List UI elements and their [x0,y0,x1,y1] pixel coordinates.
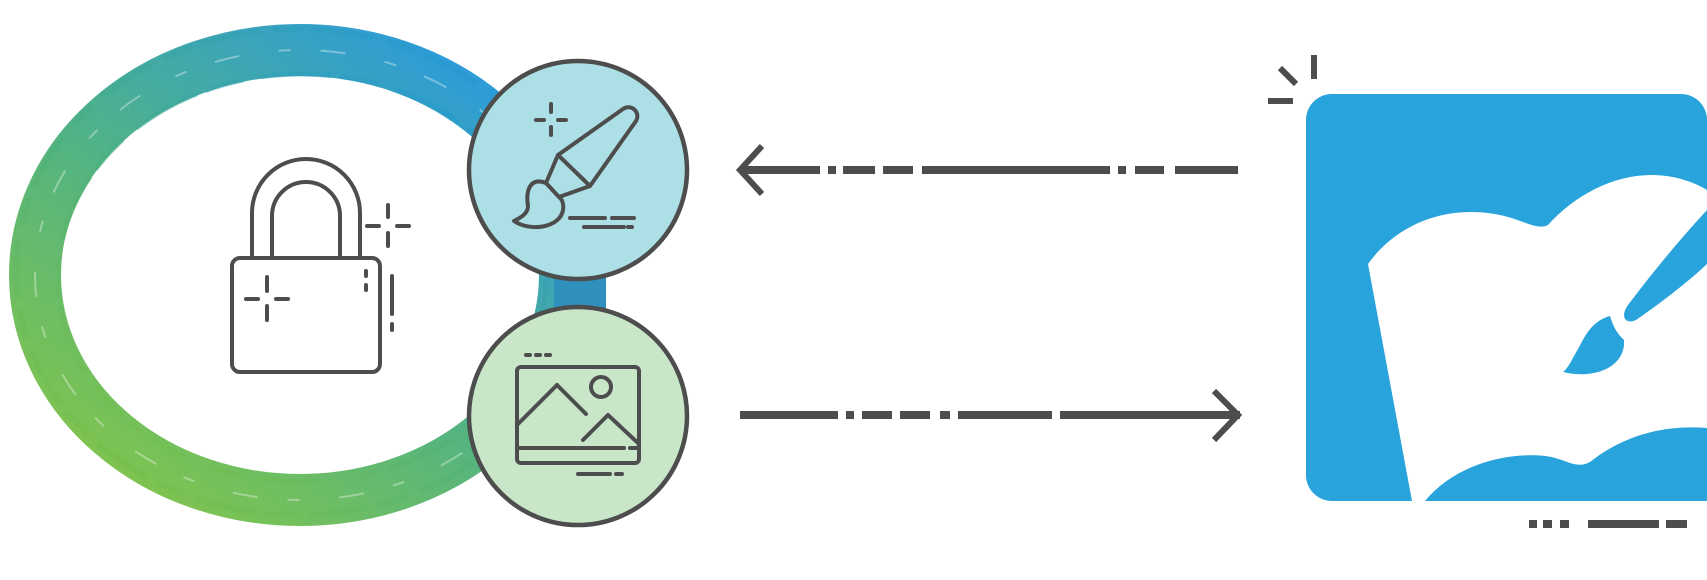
image-icon [515,353,641,476]
padlock-icon [230,157,411,374]
arrow-to-app [740,388,1243,443]
arrow-to-edit [735,143,1238,197]
sparkle-marks [1268,55,1317,104]
app-logo-icon [1306,94,1707,501]
edit-node [466,58,690,282]
image-node [466,304,690,528]
paintbrush-icon [512,102,640,230]
